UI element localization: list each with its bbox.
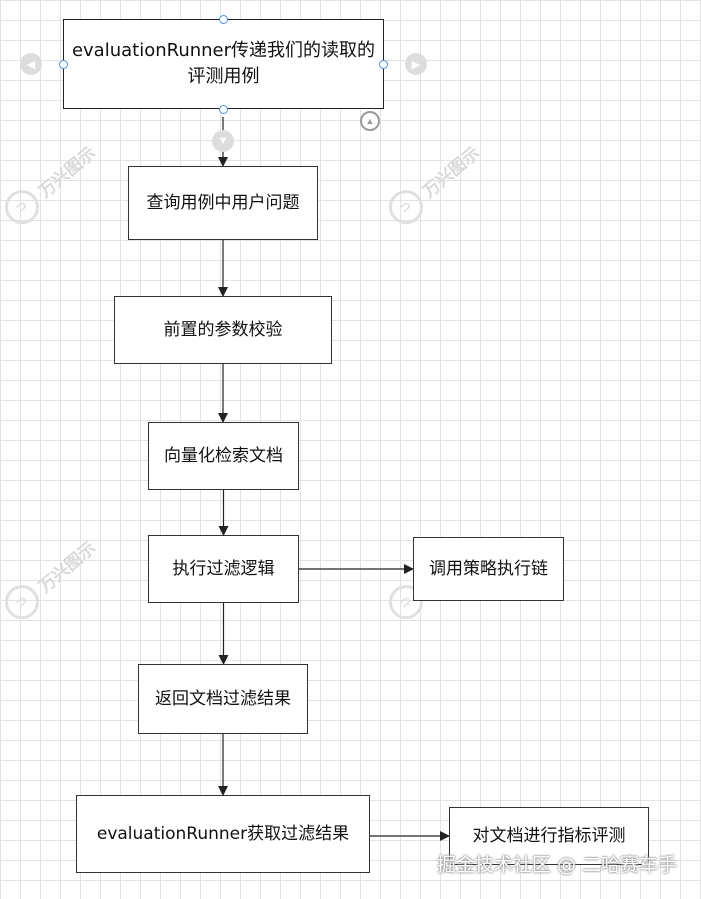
node-document-metric-evaluation[interactable]: 对文档进行指标评测 <box>449 807 649 865</box>
resize-handle-right[interactable] <box>379 60 388 69</box>
node-vector-retrieval[interactable]: 向量化检索文档 <box>148 422 299 490</box>
node-label: 向量化检索文档 <box>164 445 283 466</box>
quick-connect-left-icon[interactable]: ◀ <box>20 53 42 75</box>
node-query-user-question[interactable]: 查询用例中用户问题 <box>128 166 318 240</box>
footer-credit: 掘金技术社区 @ 二哈赛车手 <box>436 854 677 876</box>
resize-handle-bottom[interactable] <box>219 105 228 114</box>
resize-handle-top[interactable] <box>219 15 228 24</box>
node-execute-filter-logic[interactable]: 执行过滤逻辑 <box>148 535 299 603</box>
node-label: 查询用例中用户问题 <box>146 192 300 213</box>
node-label: 返回文档过滤结果 <box>155 688 291 709</box>
node-evaluation-runner-pass-cases[interactable]: evaluationRunner传递我们的读取的评测用例 <box>63 19 384 109</box>
quick-connect-down-icon[interactable]: ▼ <box>212 130 234 152</box>
node-label: evaluationRunner获取过滤结果 <box>96 823 350 844</box>
resize-handle-left[interactable] <box>59 60 68 69</box>
node-invoke-strategy-chain[interactable]: 调用策略执行链 <box>413 537 564 601</box>
edge-layer <box>218 117 450 841</box>
node-label: 对文档进行指标评测 <box>472 825 626 846</box>
node-return-filter-result[interactable]: 返回文档过滤结果 <box>138 664 308 734</box>
rotate-handle-icon[interactable]: ▲ <box>360 111 380 131</box>
node-label: 前置的参数校验 <box>163 319 283 340</box>
node-evaluation-runner-get-result[interactable]: evaluationRunner获取过滤结果 <box>76 795 370 873</box>
quick-connect-right-icon[interactable]: ▶ <box>405 53 427 75</box>
node-param-validation[interactable]: 前置的参数校验 <box>114 296 332 364</box>
node-label: evaluationRunner传递我们的读取的评测用例 <box>71 39 376 87</box>
node-label: 执行过滤逻辑 <box>172 558 275 579</box>
node-label: 调用策略执行链 <box>429 558 548 579</box>
